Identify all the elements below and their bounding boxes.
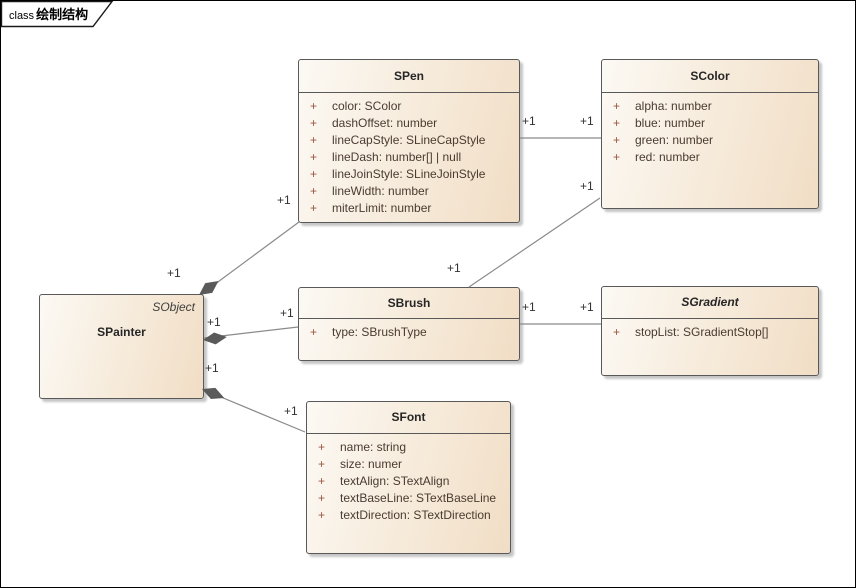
class-name-sfont: SFont (307, 402, 510, 434)
multiplicity-label: +1 (447, 261, 461, 275)
class-box-scolor[interactable]: SColor + alpha: number + blue: number + gre… (601, 59, 819, 209)
attribute-text: red: number (635, 150, 700, 164)
attribute: + lineWidth: number (299, 183, 519, 200)
visibility-symbol: + (310, 184, 318, 198)
attribute: + color: SColor (299, 98, 519, 115)
visibility-symbol: + (310, 150, 318, 164)
visibility-symbol: + (310, 167, 318, 181)
attribute-text: lineJoinStyle: SLineJoinStyle (332, 167, 486, 181)
attribute-compartment: + type: SBrushType (299, 319, 519, 341)
multiplicity-label: +1 (205, 361, 219, 375)
attribute: + blue: number (602, 115, 818, 132)
visibility-symbol: + (310, 99, 318, 113)
visibility-symbol: + (318, 491, 326, 505)
attribute: + lineJoinStyle: SLineJoinStyle (299, 166, 519, 183)
visibility-symbol: + (613, 99, 621, 113)
visibility-symbol: + (310, 116, 318, 130)
class-name-spainter: SPainter (97, 325, 146, 339)
attribute-text: blue: number (635, 116, 706, 130)
multiplicity-label: +1 (522, 300, 536, 314)
attribute: + dashOffset: number (299, 115, 519, 132)
attribute-compartment: + name: string + size: numer + textAlign: S… (307, 434, 510, 524)
attribute: + miterLimit: number (299, 200, 519, 217)
attribute: + stopList: SGradientStop[] (602, 324, 818, 341)
connector-painter-pen[interactable] (202, 221, 300, 294)
attribute-text: name: string (340, 440, 407, 454)
attribute-compartment: + color: SColor + dashOffset: number + line… (299, 93, 519, 217)
visibility-symbol: + (613, 133, 621, 147)
attribute: + red: number (602, 149, 818, 166)
multiplicity-label: +1 (280, 306, 294, 320)
parent-class-annotation: SObject (152, 300, 195, 314)
visibility-symbol: + (318, 508, 326, 522)
attribute-text: color: SColor (332, 99, 402, 113)
attribute: + lineCapStyle: SLineCapStyle (299, 132, 519, 149)
attribute-text: dashOffset: number (332, 116, 438, 130)
visibility-symbol: + (310, 133, 318, 147)
visibility-symbol: + (613, 116, 621, 130)
frame-diagram-name: 绘制结构 (36, 7, 89, 22)
multiplicity-label: +1 (580, 114, 594, 128)
attribute-text: stopList: SGradientStop[] (635, 325, 769, 339)
class-box-sfont[interactable]: SFont + name: string + size: numer + textAl… (306, 401, 511, 554)
attribute: + size: numer (307, 456, 510, 473)
class-name-sbrush: SBrush (299, 288, 519, 319)
class-name-scolor: SColor (602, 60, 818, 93)
multiplicity-label: +1 (580, 300, 594, 314)
attribute: + type: SBrushType (299, 324, 519, 341)
attribute: + textDirection: STextDirection (307, 507, 510, 524)
attribute-text: lineCapStyle: SLineCapStyle (332, 133, 486, 147)
class-name-sgradient: SGradient (602, 287, 818, 319)
multiplicity-label: +1 (580, 179, 594, 193)
visibility-symbol: + (310, 201, 318, 215)
composition-diamond-icon (203, 332, 227, 345)
multiplicity-label: +1 (167, 266, 181, 280)
attribute-text: lineWidth: number (332, 184, 429, 198)
attribute-text: textBaseLine: STextBaseLine (340, 491, 497, 505)
attribute: + name: string (307, 439, 510, 456)
attribute-text: textDirection: STextDirection (340, 508, 491, 522)
class-box-sbrush[interactable]: SBrush + type: SBrushType (298, 287, 520, 361)
attribute-text: green: number (635, 133, 714, 147)
visibility-symbol: + (318, 440, 326, 454)
multiplicity-label: +1 (284, 404, 298, 418)
attribute-text: alpha: number (635, 99, 712, 113)
attribute-compartment: + alpha: number + blue: number + green: num… (602, 93, 818, 166)
class-box-sgradient[interactable]: SGradient + stopList: SGradientStop[] (601, 286, 819, 376)
class-name-spen: SPen (299, 60, 519, 93)
attribute: + textAlign: STextAlign (307, 473, 510, 490)
multiplicity-label: +1 (207, 315, 221, 329)
frame-type-label: class (9, 10, 35, 22)
attribute-text: textAlign: STextAlign (340, 474, 450, 488)
attribute: + green: number (602, 132, 818, 149)
class-box-spainter[interactable]: SObject SPainter (39, 294, 204, 399)
attribute-text: type: SBrushType (332, 325, 427, 339)
class-box-spen[interactable]: SPen + color: SColor + dashOffset: number … (298, 59, 520, 223)
attribute-text: miterLimit: number (332, 201, 432, 215)
visibility-symbol: + (613, 325, 621, 339)
attribute-text: size: numer (340, 457, 403, 471)
multiplicity-label: +1 (277, 193, 291, 207)
visibility-symbol: + (613, 150, 621, 164)
visibility-symbol: + (310, 325, 318, 339)
multiplicity-label: +1 (522, 114, 536, 128)
attribute: + alpha: number (602, 98, 818, 115)
attribute: + lineDash: number[] | null (299, 149, 519, 166)
attribute-text: lineDash: number[] | null (332, 150, 462, 164)
attribute: + textBaseLine: STextBaseLine (307, 490, 510, 507)
visibility-symbol: + (318, 457, 326, 471)
visibility-symbol: + (318, 474, 326, 488)
attribute-compartment: + stopList: SGradientStop[] (602, 319, 818, 341)
